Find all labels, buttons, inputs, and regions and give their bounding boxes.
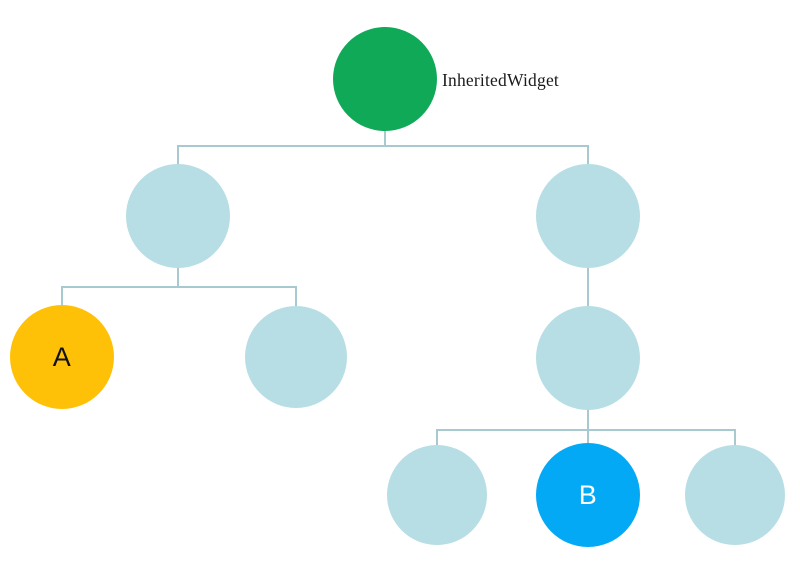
tree-node-l3-right[interactable] [685, 445, 785, 545]
tree-node-label: A [52, 341, 72, 372]
tree-node-node-a[interactable]: A [10, 305, 114, 409]
tree-node-l1-right[interactable] [536, 164, 640, 268]
tree-node-label: B [578, 479, 598, 510]
tree-node-l2-right[interactable] [536, 306, 640, 410]
tree-edge [588, 429, 736, 445]
tree-node-l3-left[interactable] [387, 445, 487, 545]
tree-node-root[interactable] [333, 27, 437, 131]
tree-edge [178, 286, 297, 306]
tree-node-l2-mid[interactable] [245, 306, 347, 408]
tree-edge [385, 145, 589, 164]
tree-edge [177, 131, 386, 164]
tree-node-l1-left[interactable] [126, 164, 230, 268]
root-node-caption: InheritedWidget [442, 70, 559, 90]
tree-node-node-b[interactable]: B [536, 443, 640, 547]
tree-edge [436, 410, 589, 445]
tree-edge [61, 268, 179, 305]
